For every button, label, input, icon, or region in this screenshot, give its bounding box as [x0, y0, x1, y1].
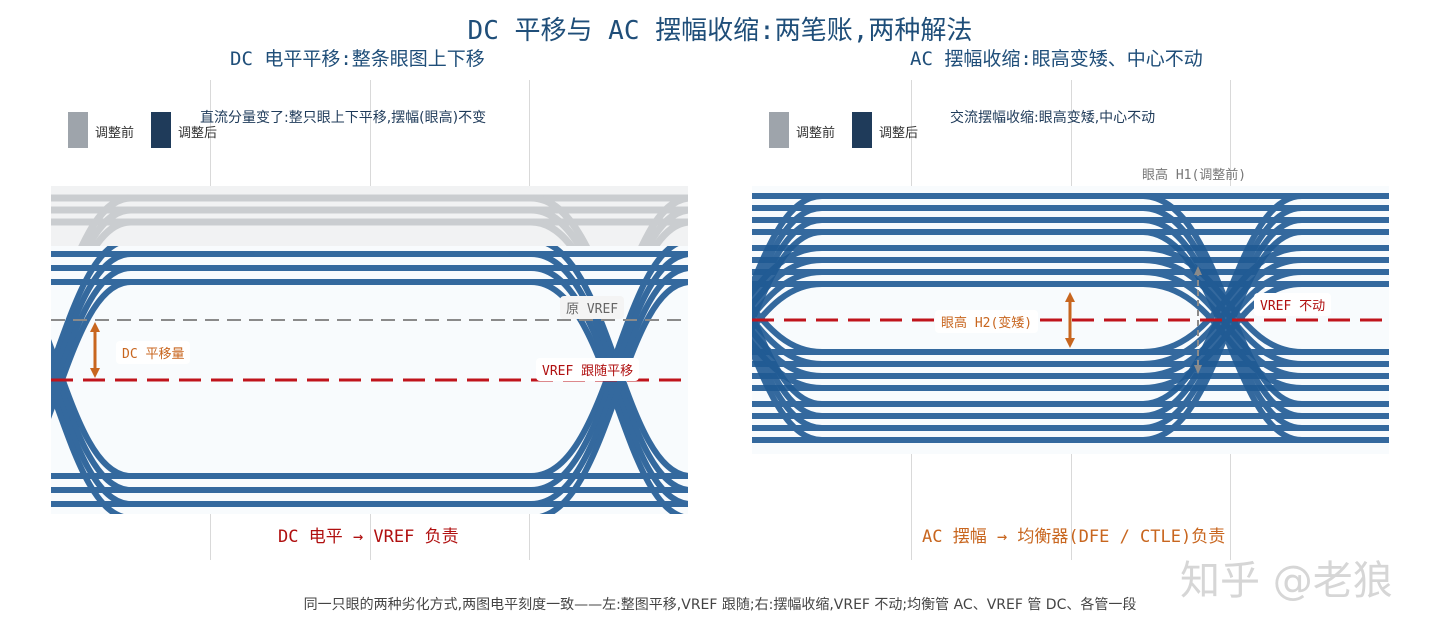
orig-vref-label: 原 VREF: [560, 296, 625, 319]
vref-follow-label: VREF 跟随平移: [536, 358, 640, 381]
eye-trace: [752, 257, 902, 310]
right-note: 交流摆幅收缩:眼高变矮,中心不动: [950, 110, 1156, 126]
legend-before-label: 调整前: [95, 126, 135, 141]
eye-trace: [51, 251, 211, 392]
eye-trace: [1141, 281, 1382, 391]
eye-trace: [1141, 257, 1382, 367]
eye-trace: [51, 265, 211, 406]
left-panel-title: DC 电平平移:整条眼图上下移: [230, 48, 485, 70]
right-eye-diagram: [752, 186, 1389, 454]
eye-trace: [752, 314, 902, 367]
eye-trace: [651, 218, 688, 246]
eye-trace: [752, 205, 902, 305]
eye-trace: [530, 246, 680, 479]
legend-before-swatch: [68, 112, 88, 148]
eye-trace: [752, 217, 902, 317]
right-bottom-label: AC 摆幅 → 均衡器(DFE / CTLE)负责: [922, 527, 1226, 547]
eye-trace: [51, 246, 120, 378]
eye-trace: [644, 206, 688, 246]
h1-label: 眼高 H1(调整前): [1142, 168, 1247, 183]
eye-trace: [537, 279, 688, 514]
eye-trace: [1141, 269, 1382, 379]
eye-trace: [51, 380, 126, 514]
eye-trace: [752, 193, 902, 293]
eye-trace: [752, 331, 902, 431]
legend-after-swatch: [852, 112, 872, 148]
eye-trace: [78, 194, 211, 246]
arrow-head-up: [1065, 292, 1075, 302]
left-note: 直流分量变了:整只眼上下平移,摆幅(眼高)不变: [200, 110, 487, 126]
eye-trace: [84, 206, 211, 246]
arrow-head-down: [1065, 338, 1075, 348]
legend-after-swatch: [151, 112, 171, 148]
eye-trace: [752, 319, 902, 419]
right-panel-title: AC 摆幅收缩:眼高变矮、中心不动: [910, 48, 1203, 70]
eye-trace: [530, 194, 590, 246]
eye-trace: [530, 279, 686, 514]
eye-trace: [752, 343, 902, 443]
footer-caption: 同一只眼的两种劣化方式,两图电平刻度一致——左:整图平移,VREF 跟随;右:摆…: [303, 597, 1137, 613]
legend-before-swatch: [769, 112, 789, 148]
eye-trace: [752, 307, 902, 407]
eye-trace: [752, 229, 902, 329]
eye-trace: [51, 279, 211, 420]
vref-fixed-label: VREF 不动: [1254, 293, 1332, 316]
arrow-head-down: [90, 368, 100, 378]
legend-after-label: 调整后: [879, 126, 919, 141]
watermark: 知乎 @老狼: [1180, 558, 1393, 604]
eye-trace: [752, 245, 902, 298]
legend-after-label: 调整后: [178, 126, 218, 141]
legend-before-label: 调整前: [796, 126, 836, 141]
eye-trace: [752, 269, 902, 322]
left-bottom-label: DC 电平 → VREF 负责: [278, 527, 459, 547]
eye-trace: [752, 326, 902, 379]
eye-trace: [1141, 245, 1382, 355]
eye-trace: [638, 194, 688, 246]
eye-trace: [752, 281, 902, 334]
h2-label: 眼高 H2(变矮): [935, 310, 1039, 333]
eye-trace: [752, 338, 902, 391]
arrow-head-up: [1194, 266, 1202, 275]
eye-trace: [91, 218, 211, 246]
arrow-head-up: [90, 322, 100, 332]
eye-trace: [530, 218, 576, 246]
dc-shift-label: DC 平移量: [116, 341, 191, 364]
arrow-head-down: [1194, 365, 1202, 374]
eye-trace: [530, 206, 584, 246]
main-title: DC 平移与 AC 摆幅收缩:两笔账,两种解法: [467, 16, 973, 46]
eye-trace: [752, 302, 902, 355]
eye-trace: [1141, 281, 1382, 391]
